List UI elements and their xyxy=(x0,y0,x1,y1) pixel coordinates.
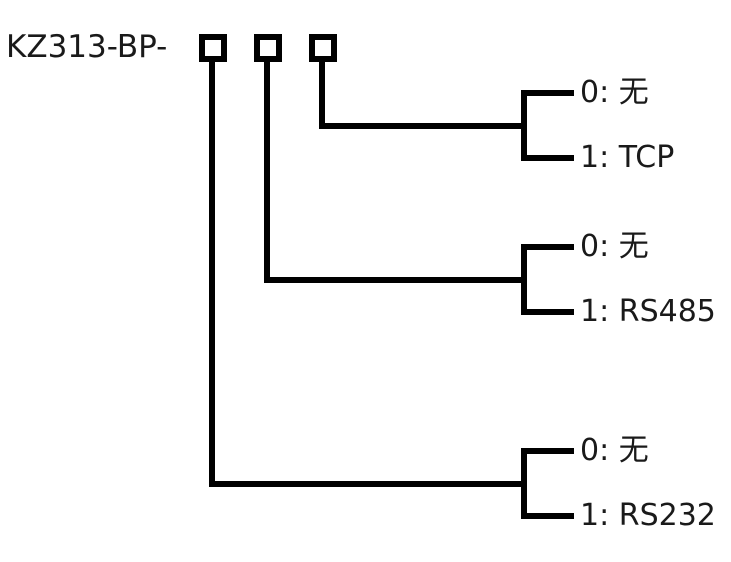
branch-tcp-option-1-label: 1: TCP xyxy=(580,140,675,175)
code-box-digit-3[interactable] xyxy=(309,34,337,62)
branch-rs485-option-1-label: 1: RS485 xyxy=(580,294,716,329)
branch-rs232-option-0-label: 0: 无 xyxy=(580,433,649,468)
branch-rs485-option-0-label: 0: 无 xyxy=(580,229,649,264)
code-box-digit-1[interactable] xyxy=(199,34,227,62)
branch-tcp-option-0-label: 0: 无 xyxy=(580,75,649,110)
branch-rs232-option-1-label: 1: RS232 xyxy=(580,498,716,533)
model-prefix-label: KZ313-BP- xyxy=(6,29,168,65)
code-box-digit-2[interactable] xyxy=(254,34,282,62)
